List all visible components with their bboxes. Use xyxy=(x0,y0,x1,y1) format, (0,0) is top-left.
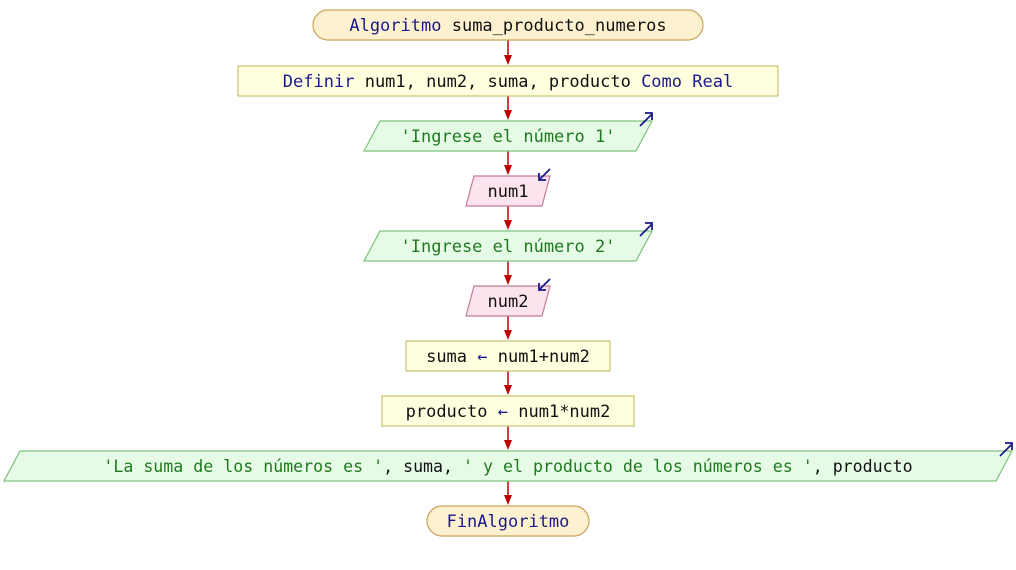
output-block-2[interactable]: 'Ingrese el número 2' xyxy=(363,222,653,262)
output-block-3[interactable]: 'La suma de los números es ', suma, ' y … xyxy=(3,442,1013,482)
assign-block-1[interactable]: suma ← num1+num2 xyxy=(405,340,611,372)
end-text: FinAlgoritmo xyxy=(447,512,570,532)
start-text: Algoritmo suma_producto_numeros xyxy=(349,16,666,36)
assign-block-2[interactable]: producto ← num1*num2 xyxy=(381,395,635,427)
output-arrow-icon xyxy=(999,442,1013,457)
output-arrow-icon xyxy=(639,222,653,237)
input2-text: num2 xyxy=(488,292,529,312)
input-arrow-icon xyxy=(538,278,551,291)
output-arrow-icon xyxy=(639,112,653,127)
output-block-1[interactable]: 'Ingrese el número 1' xyxy=(363,112,653,152)
output2-text: 'Ingrese el número 2' xyxy=(401,237,616,257)
input-arrow-icon xyxy=(538,168,551,181)
input1-text: num1 xyxy=(488,182,529,202)
define-process[interactable]: Definir num1, num2, suma, producto Como … xyxy=(237,65,779,97)
start-terminal[interactable]: Algoritmo suma_producto_numeros xyxy=(312,9,704,41)
define-text: Definir num1, num2, suma, producto Como … xyxy=(283,72,733,92)
input-block-2[interactable]: num2 xyxy=(465,278,551,317)
output3-text: 'La suma de los números es ', suma, ' y … xyxy=(103,457,912,476)
output1-text: 'Ingrese el número 1' xyxy=(401,127,616,147)
input-block-1[interactable]: num1 xyxy=(465,168,551,207)
assign1-text: suma ← num1+num2 xyxy=(426,347,590,367)
assign2-text: producto ← num1*num2 xyxy=(406,402,611,422)
end-terminal[interactable]: FinAlgoritmo xyxy=(426,505,590,537)
